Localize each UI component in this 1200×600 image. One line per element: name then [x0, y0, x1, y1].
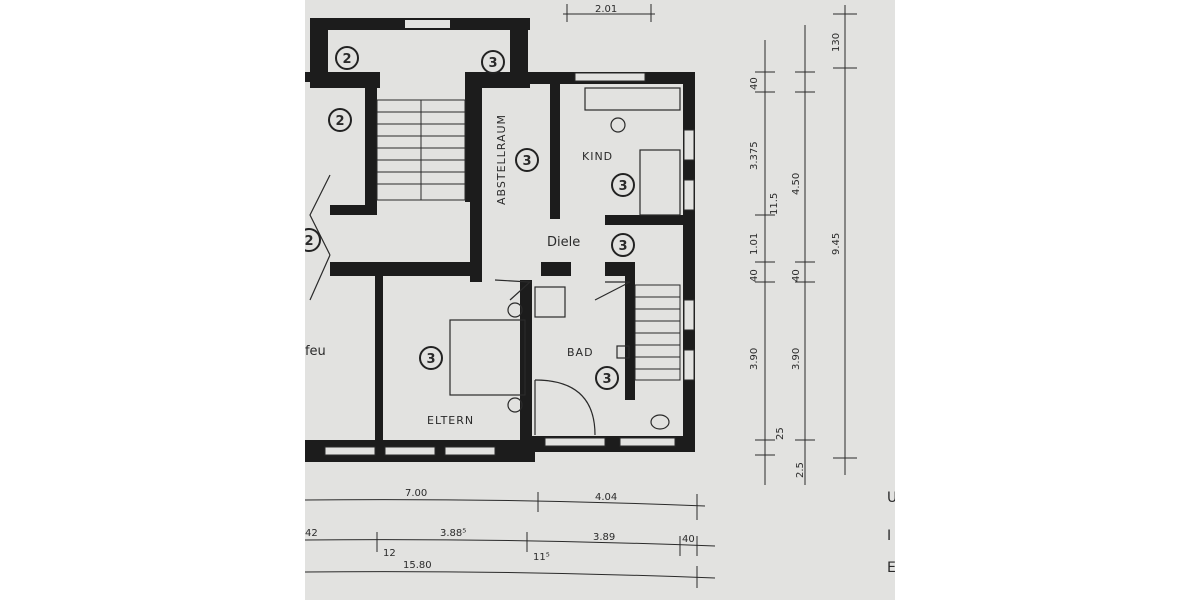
dimension-label: 3.88⁵	[440, 528, 466, 539]
svg-text:2: 2	[342, 52, 351, 67]
edge-letter: U	[887, 490, 895, 506]
dimension-label: 40	[682, 534, 695, 545]
dimension-label: 3.90	[749, 348, 760, 370]
dimension-label: 11⁵	[533, 552, 550, 563]
dimension-label: 3.89	[593, 532, 615, 543]
dimension-label: 130	[831, 33, 842, 52]
room-marker: 2	[328, 108, 352, 132]
staircase-main	[376, 99, 466, 201]
dimension-label: 40	[749, 77, 760, 90]
floor-plan-drawing: 2 3 2 3 3 2 3 3 3 ABSTELLRAUM KIND Diele…	[305, 4, 895, 588]
room-marker: 3	[419, 346, 443, 370]
room-label-kueche: afeu	[305, 344, 326, 359]
room-marker: 3	[595, 366, 619, 390]
dimension-label: 25	[775, 427, 786, 440]
room-marker: 2	[305, 228, 321, 252]
dimension-labels: 2.01 40 3.375 11.5 1.01 40 3.90 25 2.5 4…	[305, 4, 895, 576]
furniture	[309, 87, 681, 436]
dimension-label: 2.01	[595, 4, 617, 15]
dimension-label: 11.5	[769, 193, 780, 215]
svg-text:2: 2	[305, 234, 314, 249]
room-marker: 3	[515, 148, 539, 172]
room-marker: 2	[335, 46, 359, 70]
floor-plan-photo: 2 3 2 3 3 2 3 3 3 ABSTELLRAUM KIND Diele…	[305, 0, 895, 600]
edge-letter: I	[887, 528, 891, 544]
svg-text:3: 3	[522, 154, 531, 169]
dimension-label: 12	[383, 548, 396, 559]
dimension-label: 40	[791, 269, 802, 282]
dimension-label: 15.80	[403, 560, 432, 571]
edge-letter: E	[887, 560, 895, 576]
dimension-label: 3.90	[791, 348, 802, 370]
windows	[324, 20, 695, 456]
svg-text:2: 2	[335, 114, 344, 129]
dimension-label: 7.00	[405, 488, 427, 499]
dimension-label: 1.01	[749, 233, 760, 255]
room-label-abstellraum: ABSTELLRAUM	[495, 114, 508, 205]
room-label-bad: BAD	[567, 346, 594, 359]
room-marker: 3	[611, 233, 635, 257]
dimension-label: 4.50	[791, 173, 802, 195]
room-label-diele: Diele	[547, 235, 580, 250]
staircase-bath	[634, 284, 681, 381]
room-marker: 3	[611, 173, 635, 197]
room-marker: 3	[481, 50, 505, 74]
svg-text:3: 3	[488, 56, 497, 71]
svg-text:3: 3	[426, 352, 435, 367]
room-labels: ABSTELLRAUM KIND Diele BAD ELTERN afeu	[305, 114, 613, 427]
svg-text:3: 3	[618, 179, 627, 194]
room-label-eltern: ELTERN	[427, 414, 474, 427]
svg-text:3: 3	[618, 239, 627, 254]
svg-text:3: 3	[602, 372, 611, 387]
dimension-label: 2.5	[795, 462, 806, 478]
dimension-label: 40	[749, 269, 760, 282]
dimension-label: 4.04	[595, 492, 617, 503]
dimension-label: 3.375	[749, 141, 760, 170]
dimension-label: 42	[305, 528, 318, 539]
room-label-kind: KIND	[582, 150, 613, 163]
dimension-label: 9.45	[831, 233, 842, 255]
dimension-lines	[305, 4, 857, 588]
room-markers: 2 3 2 3 3 2 3 3 3	[305, 46, 635, 390]
